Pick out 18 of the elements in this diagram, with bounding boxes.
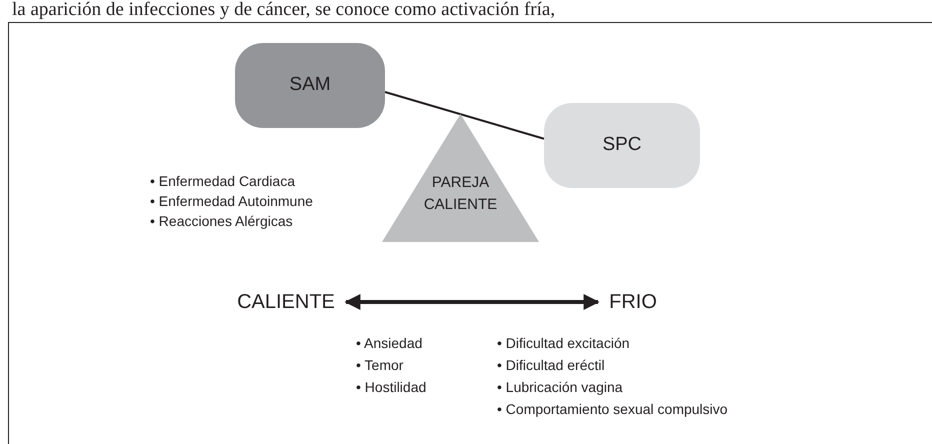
bullet-item: • Enfermedad Cardiaca [150,172,295,190]
rounded-box [235,43,385,128]
bullet-item: • Reacciones Alérgicas [150,212,293,230]
bullet-item: • Dificultad eréctil [497,356,605,374]
axis-end-label: CALIENTE [237,290,335,315]
axis-end-label: FRIO [609,290,657,315]
bullet-item: • Dificultad excitación [497,334,630,352]
bullet-item: • Enfermedad Autoinmune [150,192,313,210]
bullet-item: • Ansiedad [356,334,422,352]
bullet-item: • Lubricación vagina [497,378,623,396]
rounded-box [544,103,700,188]
node-label: SAM [289,73,331,98]
bullet-item: • Comportamiento sexual compulsivo [497,400,728,418]
node-label: PAREJA CALIENTE [422,173,498,215]
bullet-item: • Temor [356,356,404,374]
node-label: SPC [602,133,642,158]
body-text: la aparición de infecciones y de cáncer, se conoce como activación fría, [12,0,556,20]
bullet-item: • Hostilidad [356,378,426,396]
